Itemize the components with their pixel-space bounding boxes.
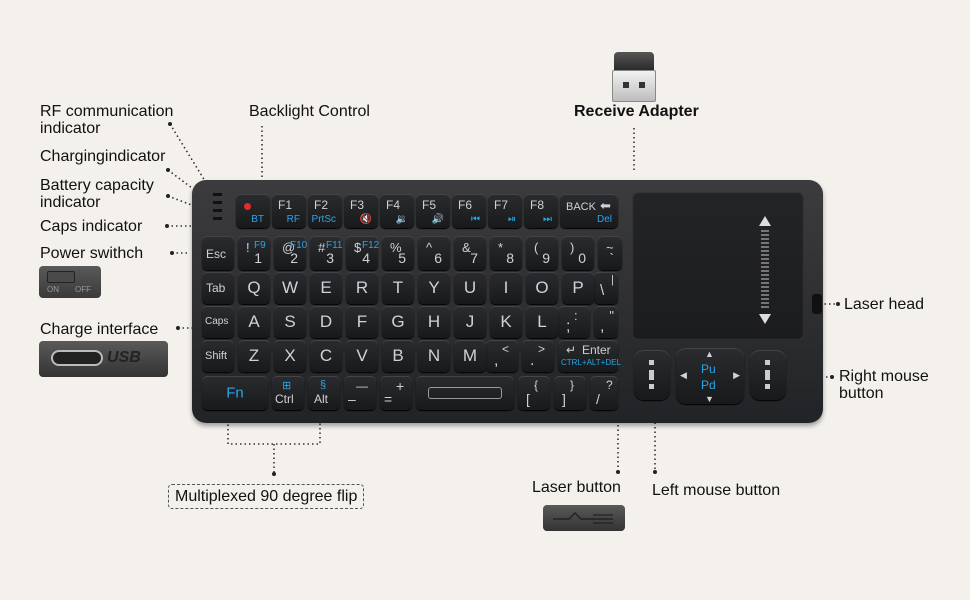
letter-key-f[interactable]: F [346, 306, 378, 338]
touchpad[interactable] [632, 192, 804, 340]
letter-key-u[interactable]: U [454, 272, 486, 304]
f4-key[interactable]: F4🔉 [380, 194, 414, 228]
letter-key-e[interactable]: E [310, 272, 342, 304]
scroll-strip-icon [759, 216, 771, 324]
charge-port-icon: USB [39, 341, 168, 377]
battery-indicator-label: Battery capacity indicator [40, 177, 154, 211]
multiplexed-flip-label: Multiplexed 90 degree flip [168, 484, 365, 509]
letter-key-t[interactable]: T [382, 272, 414, 304]
quote-key[interactable]: ", [594, 306, 618, 338]
letter-key-s[interactable]: S [274, 306, 306, 338]
backlight-control-label: Backlight Control [249, 103, 370, 120]
power-switch-label: Power swithch [40, 245, 144, 262]
switch-on-text: ON [47, 285, 59, 294]
shift-key[interactable]: Shift [202, 340, 234, 372]
esc-key[interactable]: Esc [202, 236, 234, 270]
charging-indicator-label: Chargingindicator [40, 148, 166, 165]
greater-than-key[interactable]: >. [522, 340, 554, 372]
usb-receiver-icon [612, 52, 656, 102]
letter-key-i[interactable]: I [490, 272, 522, 304]
letter-key-j[interactable]: J [454, 306, 486, 338]
letter-key-n[interactable]: N [418, 340, 450, 372]
back-del-key[interactable]: BACK⬅Del [560, 194, 618, 228]
letter-key-w[interactable]: W [274, 272, 306, 304]
caps-indicator-label: Caps indicator [40, 218, 143, 235]
fn-key[interactable]: Fn [202, 376, 268, 410]
laser-button-label: Laser button [532, 479, 621, 496]
letter-key-g[interactable]: G [382, 306, 414, 338]
laser-button-icon [543, 505, 625, 531]
left-mouse-button-label: Left mouse button [652, 482, 781, 499]
letter-key-o[interactable]: O [526, 272, 558, 304]
letter-key-v[interactable]: V [346, 340, 378, 372]
f6-key[interactable]: F6⏮ [452, 194, 486, 228]
charge-interface-label: Charge interface [40, 321, 159, 338]
number-key-8[interactable]: (9 [526, 236, 558, 270]
f3-key[interactable]: F3🔇 [344, 194, 378, 228]
letter-key-h[interactable]: H [418, 306, 450, 338]
semicolon-key[interactable]: :; [558, 306, 590, 338]
tab-key[interactable]: Tab [202, 272, 234, 304]
direction-pad[interactable]: ▲ ▼ ◀ ▶ Pu Pd [676, 348, 744, 404]
rf-indicator-label: RF communication indicator [40, 103, 174, 137]
right-mouse-button[interactable] [750, 350, 786, 400]
page-down-text: Pd [701, 378, 716, 392]
letter-key-m[interactable]: M [454, 340, 486, 372]
power-switch-icon: ON OFF [39, 266, 101, 298]
f5-key[interactable]: F5🔊 [416, 194, 450, 228]
right-mouse-button-label: Right mouse button [839, 368, 929, 402]
alt-key[interactable]: §Alt [308, 376, 340, 410]
letter-key-b[interactable]: B [382, 340, 414, 372]
minus-key[interactable]: —– [344, 376, 376, 410]
number-key-9[interactable]: )0 [562, 236, 594, 270]
letter-key-x[interactable]: X [274, 340, 306, 372]
right-bracket-key[interactable]: }] [554, 376, 586, 410]
letter-key-k[interactable]: K [490, 306, 522, 338]
letter-key-d[interactable]: D [310, 306, 342, 338]
letter-key-a[interactable]: A [238, 306, 270, 338]
letter-key-q[interactable]: Q [238, 272, 270, 304]
f7-key[interactable]: F7⏯ [488, 194, 522, 228]
number-key-10[interactable]: ~` [598, 236, 622, 270]
pipe-key[interactable]: |\ [594, 272, 618, 304]
caps-key[interactable]: Caps [202, 306, 234, 338]
left-bracket-key[interactable]: {[ [518, 376, 550, 410]
number-key-4[interactable]: %5 [382, 236, 414, 270]
letter-key-c[interactable]: C [310, 340, 342, 372]
backlight-bt-key[interactable]: BT [236, 194, 270, 228]
ctrl-key[interactable]: ⊞Ctrl [272, 376, 304, 410]
letter-key-y[interactable]: Y [418, 272, 450, 304]
number-key-6[interactable]: &7 [454, 236, 486, 270]
letter-key-r[interactable]: R [346, 272, 378, 304]
receive-adapter-label: Receive Adapter [574, 103, 699, 120]
less-than-key[interactable]: <, [486, 340, 518, 372]
left-mouse-button[interactable] [634, 350, 670, 400]
laser-head-label: Laser head [844, 296, 925, 313]
plus-key[interactable]: += [380, 376, 412, 410]
number-key-7[interactable]: *8 [490, 236, 522, 270]
spacebar[interactable] [416, 376, 514, 410]
letter-key-l[interactable]: L [526, 306, 558, 338]
status-leds [213, 193, 222, 220]
laser-head-icon [812, 294, 822, 314]
question-key[interactable]: ?/ [590, 376, 618, 410]
letter-key-z[interactable]: Z [238, 340, 270, 372]
page-up-text: Pu [701, 362, 716, 376]
number-key-5[interactable]: ^6 [418, 236, 450, 270]
usb-text: USB [107, 349, 141, 366]
switch-off-text: OFF [75, 285, 91, 294]
f8-key[interactable]: F8⏭ [524, 194, 558, 228]
letter-key-p[interactable]: P [562, 272, 594, 304]
